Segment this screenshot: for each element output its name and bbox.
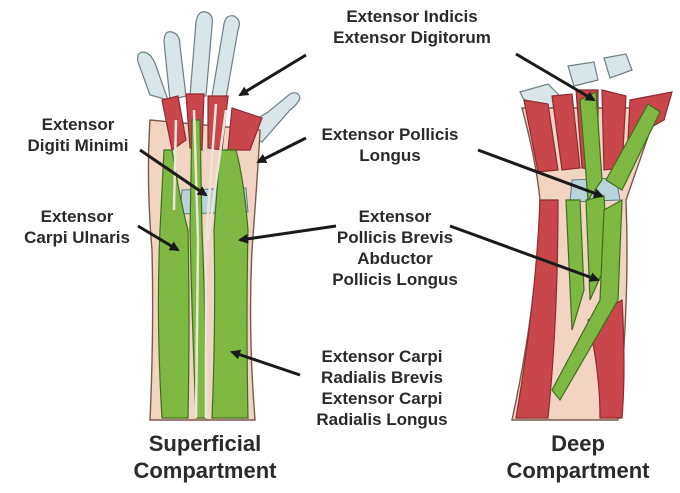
label-line: Extensor <box>10 206 144 227</box>
label-line: Radialis Longus <box>292 409 472 430</box>
label-line: Carpi Ulnaris <box>10 227 144 248</box>
label-extensor-pollicis-brevis-abductor: Extensor Pollicis Brevis Abductor Pollic… <box>310 206 480 290</box>
label-extensor-pollicis-longus: Extensor Pollicis Longus <box>300 124 480 166</box>
caption-line: Deep <box>488 430 668 457</box>
caption-line: Compartment <box>488 457 668 484</box>
caption-line: Superficial <box>110 430 300 457</box>
label-line: Extensor <box>310 206 480 227</box>
label-line: Extensor Indicis <box>307 6 517 27</box>
deep-forearm <box>512 54 672 420</box>
label-line: Extensor Pollicis <box>300 124 480 145</box>
label-extensor-indicis-digitorum: Extensor Indicis Extensor Digitorum <box>307 6 517 48</box>
arrow-indicis-superficial <box>240 55 306 95</box>
label-line: Pollicis Brevis <box>310 227 480 248</box>
label-line: Extensor Carpi <box>292 346 472 367</box>
label-extensor-carpi-ulnaris: Extensor Carpi Ulnaris <box>10 206 144 248</box>
label-line: Longus <box>300 145 480 166</box>
label-line: Extensor Digitorum <box>307 27 517 48</box>
label-extensor-digiti-minimi: Extensor Digiti Minimi <box>8 114 148 156</box>
label-line: Pollicis Longus <box>310 269 480 290</box>
label-line: Extensor <box>8 114 148 135</box>
label-line: Extensor Carpi <box>292 388 472 409</box>
caption-deep-compartment: Deep Compartment <box>488 430 668 484</box>
arrow-pollicis-longus-superficial <box>258 138 306 162</box>
label-line: Radialis Brevis <box>292 367 472 388</box>
caption-superficial-compartment: Superficial Compartment <box>110 430 300 484</box>
label-extensor-carpi-radialis: Extensor Carpi Radialis Brevis Extensor … <box>292 346 472 430</box>
label-line: Digiti Minimi <box>8 135 148 156</box>
caption-line: Compartment <box>110 457 300 484</box>
label-line: Abductor <box>310 248 480 269</box>
